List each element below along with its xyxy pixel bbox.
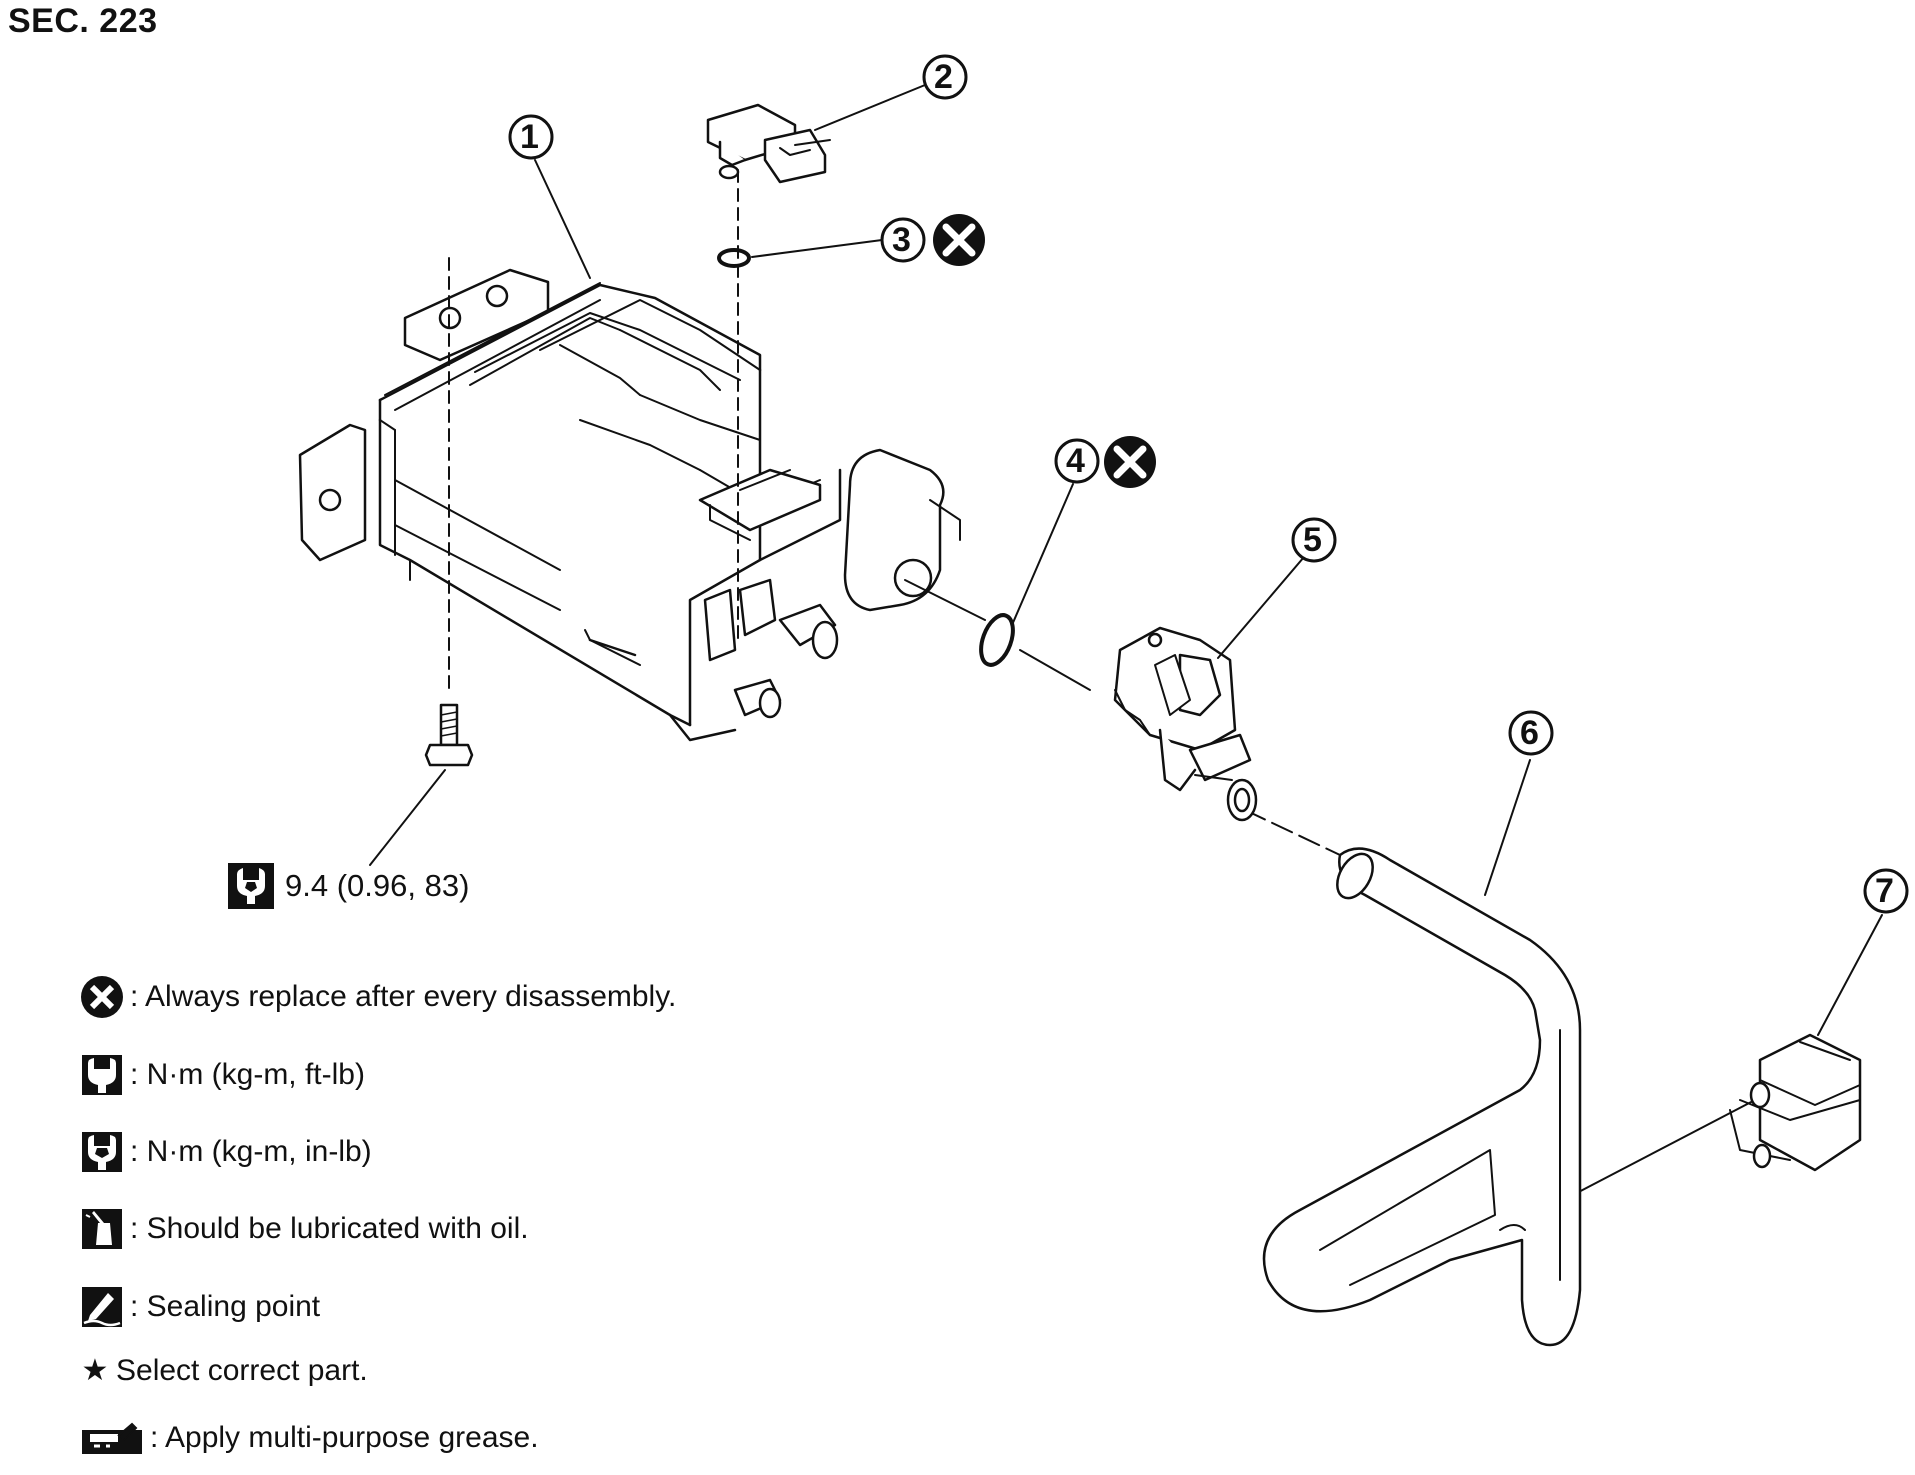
callout-3 xyxy=(880,217,926,263)
legend-text: : N·m (kg-m, in-lb) xyxy=(130,1135,372,1168)
drain-filter xyxy=(1729,1033,1862,1172)
vent-control-valve xyxy=(1113,626,1258,822)
legend-row-grease: : Apply multi-purpose grease. xyxy=(80,1420,539,1456)
evap-canister xyxy=(298,268,961,742)
sealing-point-icon xyxy=(82,1287,122,1327)
legend-row-star: ★ Select correct part. xyxy=(80,1353,368,1388)
callout-6 xyxy=(1508,710,1554,756)
evap-hose xyxy=(1262,847,1582,1347)
legend-row-torque-in-lb: : N·m (kg-m, in-lb) xyxy=(80,1130,372,1174)
legend-row-replace: : Always replace after every disassembly… xyxy=(80,975,676,1019)
callout-1 xyxy=(508,114,554,160)
legend-text: : Should be lubricated with oil. xyxy=(130,1212,529,1245)
legend-row-sealing: : Sealing point xyxy=(80,1285,320,1329)
callout-label-3: 3 xyxy=(892,221,911,259)
callout-label-4: 4 xyxy=(1066,442,1085,480)
torque-in-lb-icon xyxy=(82,1132,122,1172)
torque-ft-lb-icon xyxy=(82,1055,122,1095)
legend-text: : Always replace after every disassembly… xyxy=(130,980,677,1013)
callout-label-1: 1 xyxy=(520,118,539,156)
legend-text: : Apply multi-purpose grease. xyxy=(150,1421,539,1454)
torque-value: 9.4 (0.96, 83) xyxy=(285,868,470,903)
legend-row-torque-ft-lb: : N·m (kg-m, ft-lb) xyxy=(80,1053,365,1097)
o-ring-large xyxy=(979,613,1015,667)
callout-label-6: 6 xyxy=(1520,714,1539,752)
pressure-sensor xyxy=(706,103,831,184)
oil-can-icon xyxy=(82,1209,122,1249)
callout-7 xyxy=(1863,868,1909,914)
callout-label-5: 5 xyxy=(1303,521,1322,559)
grease-gun-icon xyxy=(82,1422,142,1454)
section-title: SEC. 223 xyxy=(8,2,158,40)
torque-spec: 9.4 (0.96, 83) xyxy=(227,862,469,910)
callout-label-2: 2 xyxy=(934,58,953,96)
callout-2 xyxy=(922,54,968,100)
mounting-bolt xyxy=(424,703,474,767)
always-replace-icon xyxy=(933,214,985,266)
always-replace-icon xyxy=(81,976,123,1018)
legend-text: Select correct part. xyxy=(116,1353,368,1387)
callout-5 xyxy=(1291,517,1337,563)
legend-text: : Sealing point xyxy=(130,1290,321,1323)
callout-4 xyxy=(1054,438,1100,484)
legend-row-oil: : Should be lubricated with oil. xyxy=(80,1207,529,1251)
wrench-torque-in-lb-icon xyxy=(228,863,274,909)
o-ring-small xyxy=(717,248,751,268)
star-icon: ★ xyxy=(81,1354,109,1387)
callout-label-7: 7 xyxy=(1875,872,1894,910)
always-replace-icon xyxy=(1104,436,1156,488)
legend-text: : N·m (kg-m, ft-lb) xyxy=(130,1058,365,1091)
